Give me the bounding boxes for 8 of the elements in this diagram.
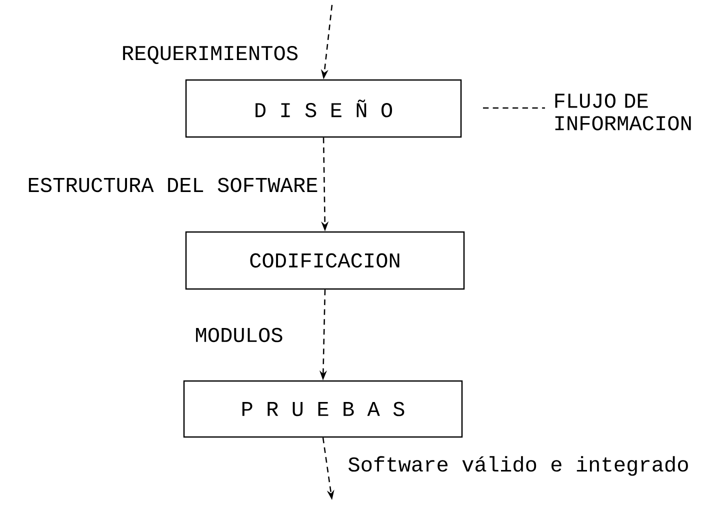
- edge-label: REQUERIMIENTOS: [120, 44, 300, 66]
- process-box: D I S E Ñ O: [185, 79, 462, 138]
- edge-label: MODULOS: [193, 326, 285, 344]
- edge-label: ESTRUCTURA DEL SOFTWARE: [26, 176, 320, 194]
- edge-label: Software válido e integrado: [346, 454, 691, 478]
- process-box: CODIFICACION: [185, 231, 465, 290]
- legend-text: FLUJO DE INFORMACION: [555, 94, 691, 130]
- process-box: P R U E B A S: [183, 380, 463, 438]
